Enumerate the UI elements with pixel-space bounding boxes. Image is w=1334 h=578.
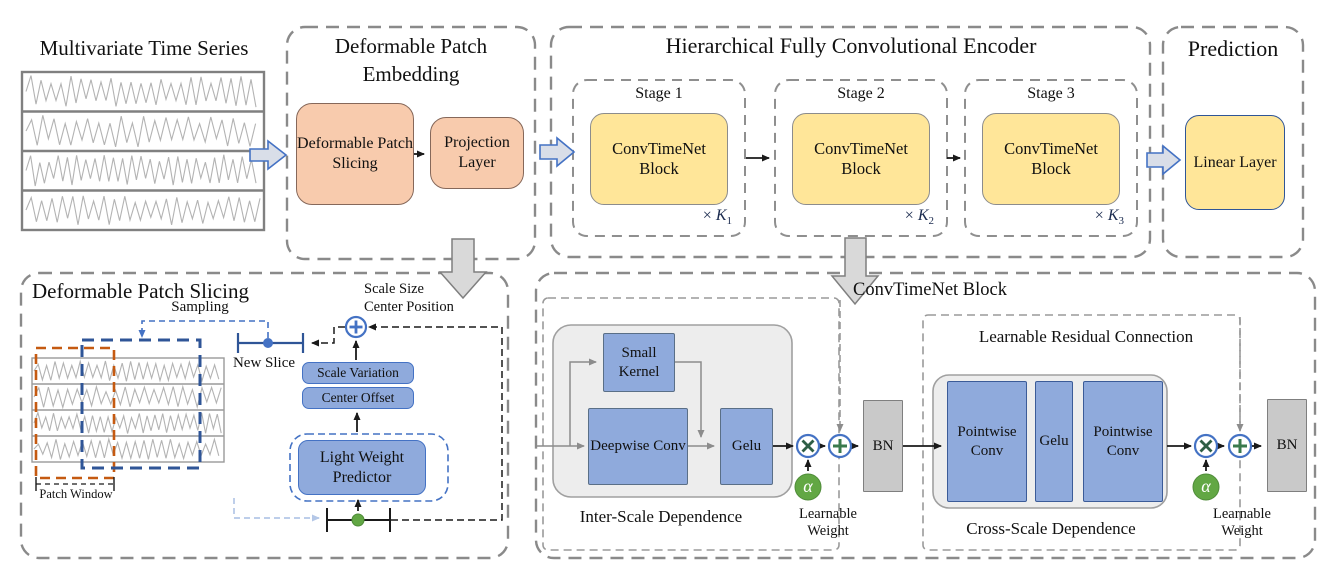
window-feed-path	[233, 498, 320, 522]
deepwise-conv-box: Deepwise Conv	[588, 408, 688, 485]
stage3-box	[964, 79, 1138, 237]
inter-scale-residual-box	[542, 297, 840, 551]
input-slice-center-dot	[351, 513, 365, 527]
slicing-detail-title: Deformable Patch Slicing	[32, 279, 249, 303]
patch-embedding-title: Deformable Patch Embedding	[334, 34, 488, 86]
embedding-zoom-arrow	[438, 238, 488, 300]
scale-size-label: Scale Size	[364, 281, 424, 297]
position-feedback-path	[368, 323, 503, 521]
prediction-title: Prediction	[1187, 36, 1279, 61]
linear-layer-box: Linear Layer	[1185, 115, 1285, 210]
time-series-title: Multivariate Time Series	[39, 36, 249, 60]
stage3-repeat: × K3	[1094, 207, 1124, 228]
sampling-label: Sampling	[171, 299, 229, 315]
encoder-title: Hierarchical Fully Convolutional Encoder	[665, 33, 1037, 58]
convtimenet-block-title: ConvTimeNet Block	[852, 280, 1007, 300]
alpha-weight-2	[1192, 473, 1220, 501]
convtimenet-detail-box	[534, 271, 1317, 560]
gelu-box-1: Gelu	[720, 408, 773, 485]
center-offset-box: Center Offset	[302, 387, 414, 409]
projection-layer-box: Projection Layer	[430, 117, 524, 189]
stage3-block: ConvTimeNet Block	[982, 113, 1120, 205]
stage2-block: ConvTimeNet Block	[792, 113, 930, 205]
light-weight-predictor-box: Light Weight Predictor	[298, 440, 426, 495]
pointwise-conv-box-1: Pointwise Conv	[947, 381, 1027, 502]
new-slice-center-dot	[263, 338, 273, 348]
stage1-box	[572, 79, 746, 237]
encoder-to-prediction-arrow	[1146, 144, 1182, 176]
sampling-path	[138, 320, 269, 338]
inter-scale-label: Inter-Scale Dependence	[579, 507, 743, 526]
patch-window-label: Patch Window	[39, 487, 113, 501]
stage1-block: ConvTimeNet Block	[590, 113, 728, 205]
stage2-repeat: × K2	[904, 207, 934, 228]
pointwise-conv-box-2: Pointwise Conv	[1083, 381, 1163, 502]
new-slice-rect	[80, 338, 202, 470]
stage2-label: Stage 2	[837, 85, 885, 102]
block-zoom-arrow	[830, 237, 880, 306]
stage3-label: Stage 3	[1027, 85, 1075, 102]
learnable-weight-label-2: Learnable Weight	[1213, 506, 1271, 540]
series-to-embedding-arrow	[249, 139, 288, 171]
waveforms	[25, 75, 261, 461]
patch-window-rect	[34, 346, 116, 480]
stage1-repeat: × K1	[702, 207, 732, 228]
small-kernel-box: Small Kernel	[603, 333, 675, 392]
alpha-weight-1	[794, 473, 822, 501]
residual-connection-label: Learnable Residual Connection	[978, 327, 1194, 346]
cross-scale-label: Cross-Scale Dependence	[966, 519, 1136, 538]
stage1-label: Stage 1	[635, 85, 683, 102]
learnable-weight-label-1: Learnable Weight	[799, 506, 857, 540]
gelu-box-2: Gelu	[1035, 381, 1073, 502]
center-position-label: Center Position	[364, 299, 454, 315]
new-slice-output-path	[311, 326, 345, 347]
bn-box-1: BN	[863, 400, 903, 492]
prediction-box	[1161, 25, 1305, 259]
new-slice-label: New Slice	[232, 355, 296, 371]
alpha-label-1: α	[803, 476, 813, 497]
deformable-patch-slicing-box: Deformable Patch Slicing	[296, 103, 414, 205]
patch-embedding-box	[285, 25, 537, 261]
bn-box-2: BN	[1267, 399, 1307, 492]
predictor-dashed-box	[289, 433, 449, 502]
scale-variation-box: Scale Variation	[302, 362, 414, 384]
embedding-to-encoder-arrow	[539, 136, 576, 168]
alpha-label-2: α	[1201, 476, 1211, 497]
